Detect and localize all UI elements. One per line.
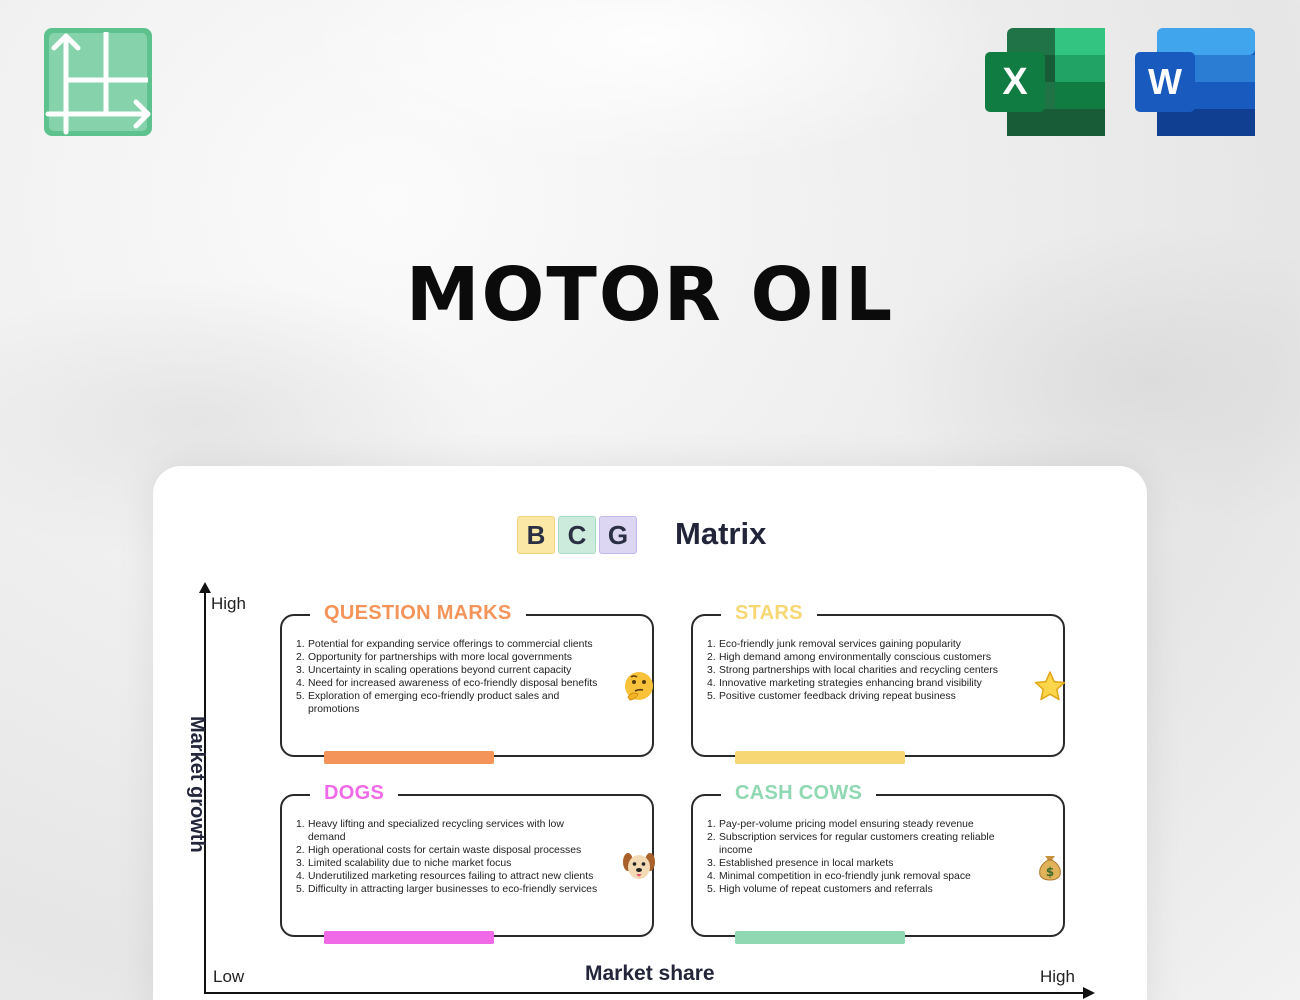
list-item: 5.Positive customer feedback driving rep… [707,691,956,702]
y-axis-line [204,584,206,994]
quadrant-title: DOGS [310,782,399,805]
list-item: 4.Need for increased awareness of eco-fr… [296,678,598,689]
money-bag-icon: $ [1039,855,1061,881]
list-item: 4.Underutilized marketing resources fail… [296,871,594,882]
quadrant-list: 1.Heavy lifting and specialized recyclin… [296,818,608,896]
y-axis-label: Market growth [186,716,208,853]
quadrant-accent-bar [735,931,905,944]
bcg-letter-b: B [517,516,555,554]
x-axis-label: Market share [585,962,715,985]
quadrant-dogs: DOGS 1.Heavy lifting and specialized rec… [280,782,655,944]
x-axis-arrow-icon [1083,987,1095,999]
list-item: 4.Innovative marketing strategies enhanc… [707,678,982,689]
quadrant-title: QUESTION MARKS [310,602,526,625]
quadrant-cash-cows: CASH COWS 1.Pay-per-volume pricing model… [691,782,1065,944]
quadrant-list: 1.Eco-friendly junk removal services gai… [707,638,1019,703]
x-axis-low-label: Low [213,967,245,986]
list-item: 3.Strong partnerships with local chariti… [707,665,998,676]
star-icon [1034,670,1066,700]
dog-face-icon [623,852,655,879]
y-axis-arrow-icon [199,582,211,593]
bcg-letter-g: G [599,516,637,554]
list-item: 1.Pay-per-volume pricing model ensuring … [707,819,974,830]
quadrant-list: 1.Pay-per-volume pricing model ensuring … [707,818,1019,896]
x-axis-high-label: High [1040,967,1075,986]
x-axis-line [204,992,1084,994]
list-item: 1.Potential for expanding service offeri… [296,639,593,650]
list-item: 2.High demand among environmentally cons… [707,652,992,663]
bcg-letter-c: C [558,516,596,554]
excel-icon: X [985,28,1105,136]
list-item: 3.Uncertainty in scaling operations beyo… [296,665,572,676]
quadrant-title: STARS [721,602,817,625]
list-item: 4.Minimal competition in eco-friendly ju… [707,871,971,882]
svg-text:$: $ [1046,865,1054,879]
list-item: 2.Opportunity for partnerships with more… [296,652,572,663]
y-axis-high-label: High [211,594,246,613]
list-item: 5.High volume of repeat customers and re… [707,884,933,895]
matrix-heading: Matrix [675,516,767,551]
quadrant-stars: STARS 1.Eco-friendly junk removal servic… [691,602,1066,764]
list-item: 2.High operational costs for certain was… [296,845,582,856]
list-item: 5.Difficulty in attracting larger busine… [296,884,598,895]
quadrant-accent-bar [735,751,905,764]
thinking-face-icon [625,671,653,701]
quadrant-question-marks: QUESTION MARKS 1.Potential for expanding… [280,602,654,764]
excel-letter: X [1002,61,1028,103]
word-icon: W [1135,28,1255,136]
quadrant-title: CASH COWS [721,782,877,805]
word-letter: W [1148,61,1182,102]
quadrant-accent-bar [324,931,494,944]
list-item: 1.Eco-friendly junk removal services gai… [707,639,961,650]
list-item: 3.Limited scalability due to niche marke… [296,858,512,869]
bcg-badge: B C G [517,516,637,554]
list-item: 2.Subscription services for regular cust… [707,832,995,856]
bcg-matrix-card: B C G Matrix High Market growth Low Mark… [153,466,1147,1000]
page-title: MOTOR OIL [405,252,895,338]
quadrant-accent-bar [324,751,494,764]
list-item: 5.Exploration of emerging eco-friendly p… [296,691,560,715]
quadrant-list: 1.Potential for expanding service offeri… [296,638,608,716]
grid-arrows-logo-icon [44,28,152,136]
list-item: 1.Heavy lifting and specialized recyclin… [296,819,564,843]
list-item: 3.Established presence in local markets [707,858,894,869]
